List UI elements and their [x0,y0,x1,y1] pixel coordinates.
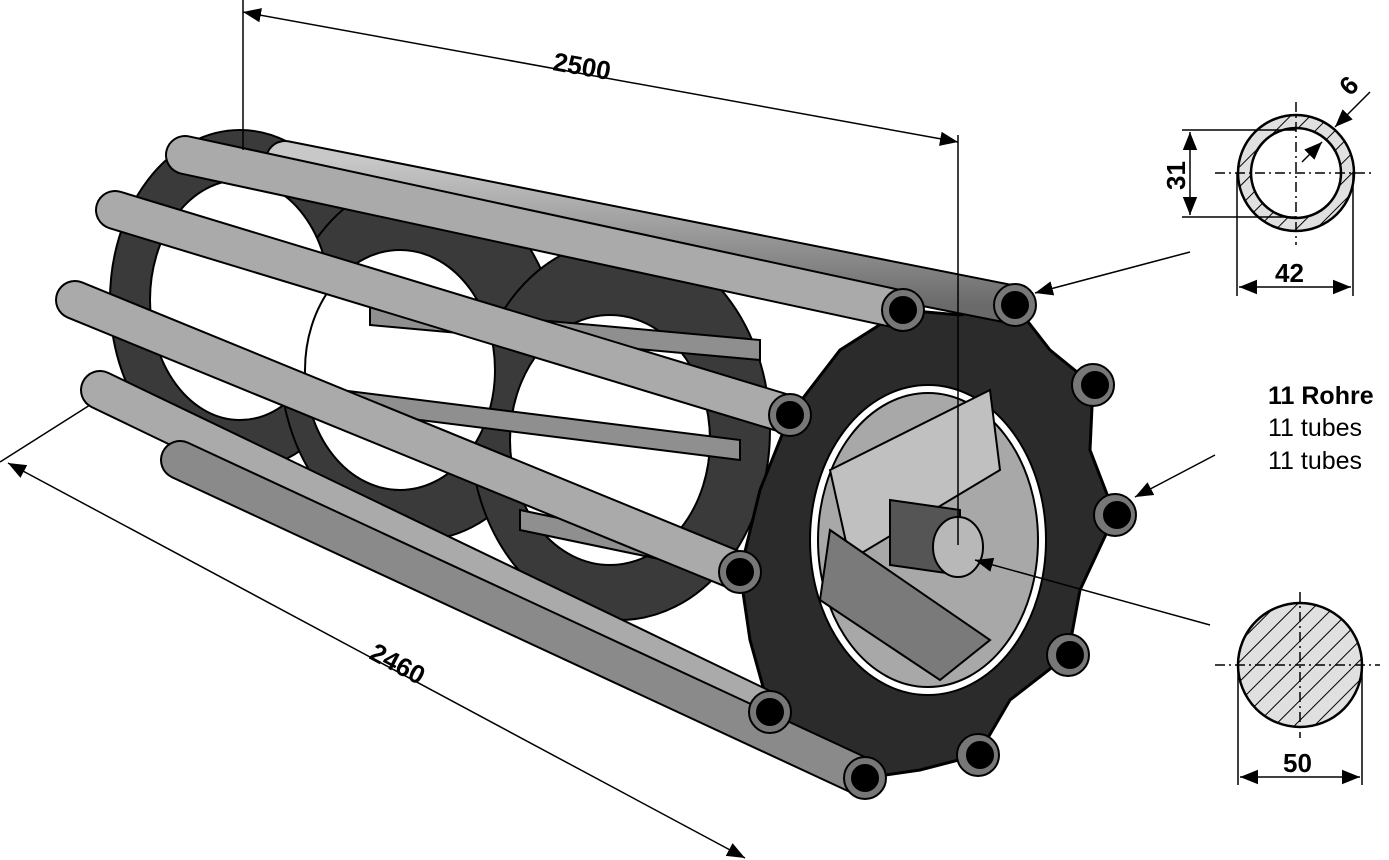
shaft-diameter-label: 50 [1283,748,1312,778]
shaft-cross-section: 50 [1215,592,1380,785]
tubes-label-en-2: 11 tubes [1268,447,1363,475]
dimension-2460-label: 2460 [365,637,430,691]
leader-lines [974,251,1216,626]
dimension-2460 [0,404,746,859]
dimension-2500 [242,0,959,545]
tube-cross-section: 31 42 6 [1161,70,1372,296]
tubes-label-de-text: 11 Rohre [1268,382,1374,410]
dimension-2500-label: 2500 [551,46,613,86]
tubes-label-en: 11 tubes [1268,414,1363,442]
tube-outer-diameter-label: 42 [1275,258,1304,288]
tube-inner-diameter-label: 31 [1161,161,1191,190]
tubes-label-de: 11 Rohre [1268,380,1374,413]
tube-wall-label: 6 [1333,70,1364,101]
